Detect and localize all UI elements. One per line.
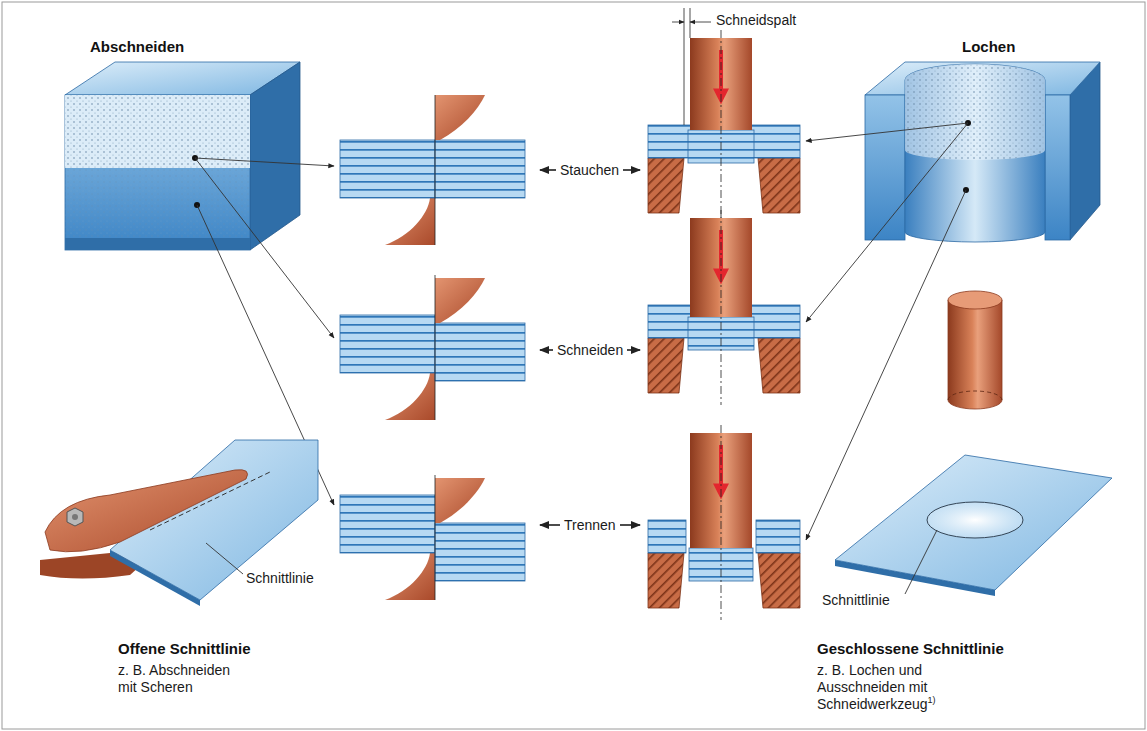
- punch-section-3: [648, 425, 800, 620]
- caption-heading: Geschlossene Schnittlinie: [817, 640, 1004, 658]
- hole-block: [865, 62, 1100, 242]
- stage-label: Stauchen: [556, 162, 623, 179]
- footnote-mark: 1): [928, 695, 936, 705]
- callout-label: Schnittlinie: [822, 592, 890, 609]
- punch-section-1: [648, 30, 800, 225]
- punch-section-2: [648, 210, 800, 405]
- dimension-label: Schneidspalt: [716, 12, 796, 29]
- stage-label: Schneiden: [553, 342, 627, 359]
- caption-heading: Offene Schnittlinie: [118, 640, 251, 658]
- stage-label: Trennen: [560, 517, 620, 534]
- section-heading: Lochen: [962, 38, 1015, 56]
- shear-section-1: [340, 95, 525, 245]
- shear-section-2: [340, 275, 525, 420]
- caption-text: z. B. Abschneiden mit Scheren: [118, 662, 243, 696]
- shear-section-3: [340, 475, 525, 600]
- punch-sketch: [835, 291, 1112, 596]
- caption-text: z. B. Lochen und Ausschneiden mit Schnei…: [817, 662, 928, 712]
- shears-sketch: [40, 440, 318, 606]
- double-arrows: [540, 170, 640, 525]
- cut-block: [65, 62, 300, 250]
- section-heading: Abschneiden: [90, 38, 184, 56]
- gap-dimension: [672, 8, 711, 125]
- callout-label: Schnittlinie: [246, 570, 314, 587]
- caption-block: z. B. Lochen und Ausschneiden mit Schnei…: [817, 662, 952, 712]
